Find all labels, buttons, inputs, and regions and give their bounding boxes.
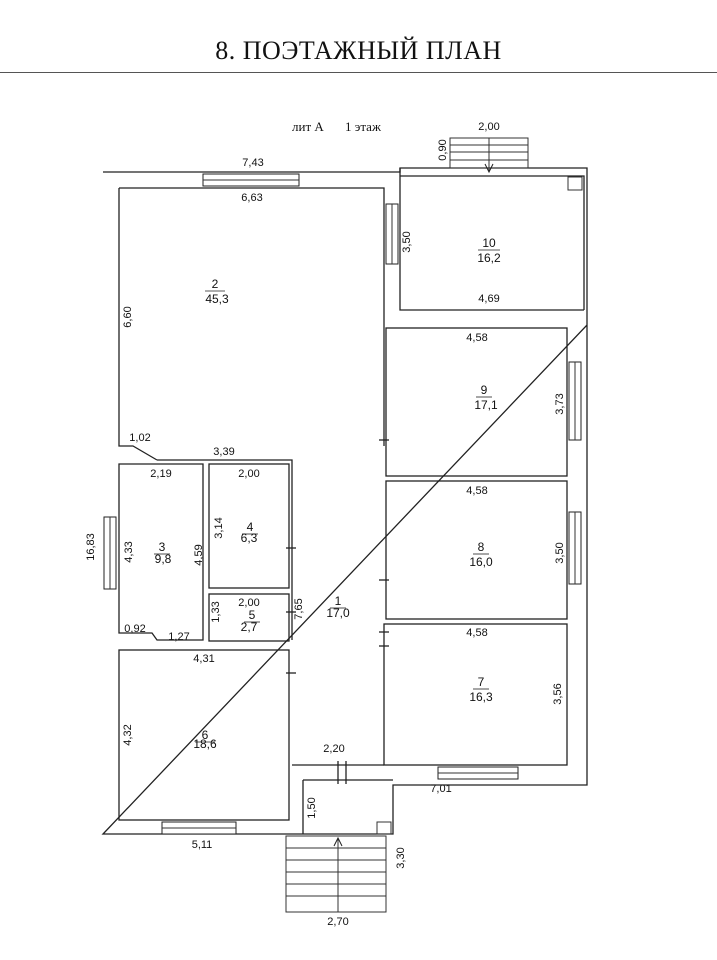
dim-bottom-right: 7,01 [430, 783, 451, 795]
dim-r2-bottom: 3,39 [213, 446, 234, 458]
room-area: 45,3 [205, 292, 229, 306]
dim-r5-height: 1,33 [210, 601, 222, 622]
dim-r10-width: 4,69 [478, 293, 499, 305]
door-marks [286, 439, 389, 784]
dim-r8-width: 4,58 [466, 485, 487, 497]
room-2-wall [157, 459, 293, 640]
room-number: 2 [212, 277, 219, 291]
dim-r6-height: 4,32 [122, 724, 134, 745]
room-9-walls [385, 327, 568, 477]
dim-top-inner: 6,63 [241, 192, 262, 204]
dim-r5-width: 2,00 [238, 597, 259, 609]
room-number: 6 [202, 728, 209, 742]
dimension-labels: 7,43 6,63 2,00 4,69 4,58 4,58 4,58 1,02 … [124, 121, 499, 928]
room-area: 17,1 [474, 398, 498, 412]
windows [103, 173, 582, 835]
dim-r9-height: 3,73 [554, 393, 566, 414]
dim-porch-top-width: 2,00 [478, 121, 499, 133]
dim-porch-top-depth: 0,90 [437, 139, 449, 160]
room-number: 8 [478, 540, 485, 554]
room-5-walls [208, 593, 290, 642]
dim-r2-height: 6,60 [122, 306, 134, 327]
dim-r3-right: 4,59 [193, 544, 205, 565]
room-labels: 10 16,2 2 45,3 9 17,1 8 16,0 7 16,3 3 9,… [154, 236, 501, 751]
dim-r7-height: 3,56 [552, 683, 564, 704]
page-title: 8. ПОЭТАЖНЫЙ ПЛАН [215, 36, 502, 65]
room-area: 16,0 [469, 555, 493, 569]
dim-r2-step: 1,02 [129, 432, 150, 444]
room-7-walls [383, 623, 568, 766]
room-4-walls [208, 463, 290, 589]
room-3-walls [118, 463, 204, 641]
room-area: 16,3 [469, 690, 493, 704]
dim-r4-height: 3,14 [213, 517, 225, 538]
room-number: 9 [481, 383, 488, 397]
dim-porch-bottom-width: 2,70 [327, 916, 348, 928]
dim-r9-width: 4,58 [466, 332, 487, 344]
room-number: 10 [482, 236, 496, 250]
dim-r8-height: 3,50 [554, 542, 566, 563]
dim-r6-width: 4,31 [193, 653, 214, 665]
dim-top-outer: 7,43 [242, 157, 263, 169]
room-area: 17,0 [326, 606, 350, 620]
vestibule-column [376, 821, 392, 835]
dim-r3-bottom-b: 1,27 [168, 631, 189, 643]
room-area: 16,2 [477, 251, 501, 265]
dim-r4-width: 2,00 [238, 468, 259, 480]
room-area: 18,6 [193, 737, 217, 751]
room-area: 6,3 [241, 531, 258, 545]
dim-left-total: 16,83 [85, 533, 97, 561]
plan-caption-lit: лит А [292, 119, 324, 134]
room-area: 2,7 [241, 620, 258, 634]
top-porch-stairs [449, 137, 529, 174]
room-number: 3 [159, 540, 166, 554]
room-8-walls [385, 480, 568, 620]
bottom-porch-stairs [285, 835, 387, 913]
dim-vestibule-depth: 1,50 [306, 797, 318, 818]
room-10-walls [399, 168, 585, 311]
vertical-dimension-labels: 0,90 3,50 6,60 3,73 3,50 3,56 4,33 4,59 … [85, 139, 566, 868]
room-10-column [567, 176, 583, 191]
dim-porch-bottom-depth: 3,30 [395, 847, 407, 868]
room-area: 9,8 [155, 552, 172, 566]
dim-r10-height: 3,50 [401, 231, 413, 252]
room-number: 7 [478, 675, 485, 689]
room-number: 5 [249, 608, 256, 622]
title-rule [0, 72, 717, 73]
plan-caption-floor: 1 этаж [345, 119, 382, 134]
dim-r7-width: 4,58 [466, 627, 487, 639]
outer-walls [101, 167, 588, 835]
room-6-walls [118, 649, 290, 821]
room-number: 4 [247, 520, 254, 534]
dim-corridor-width: 2,20 [323, 743, 344, 755]
dim-r3-width: 2,19 [150, 468, 171, 480]
room-number: 1 [335, 594, 342, 608]
dim-corridor-length: 7,65 [293, 598, 305, 619]
dim-r3-bottom-a: 0,92 [124, 623, 145, 635]
dim-bottom-left: 5,11 [192, 839, 213, 851]
dim-r3-height: 4,33 [123, 541, 135, 562]
